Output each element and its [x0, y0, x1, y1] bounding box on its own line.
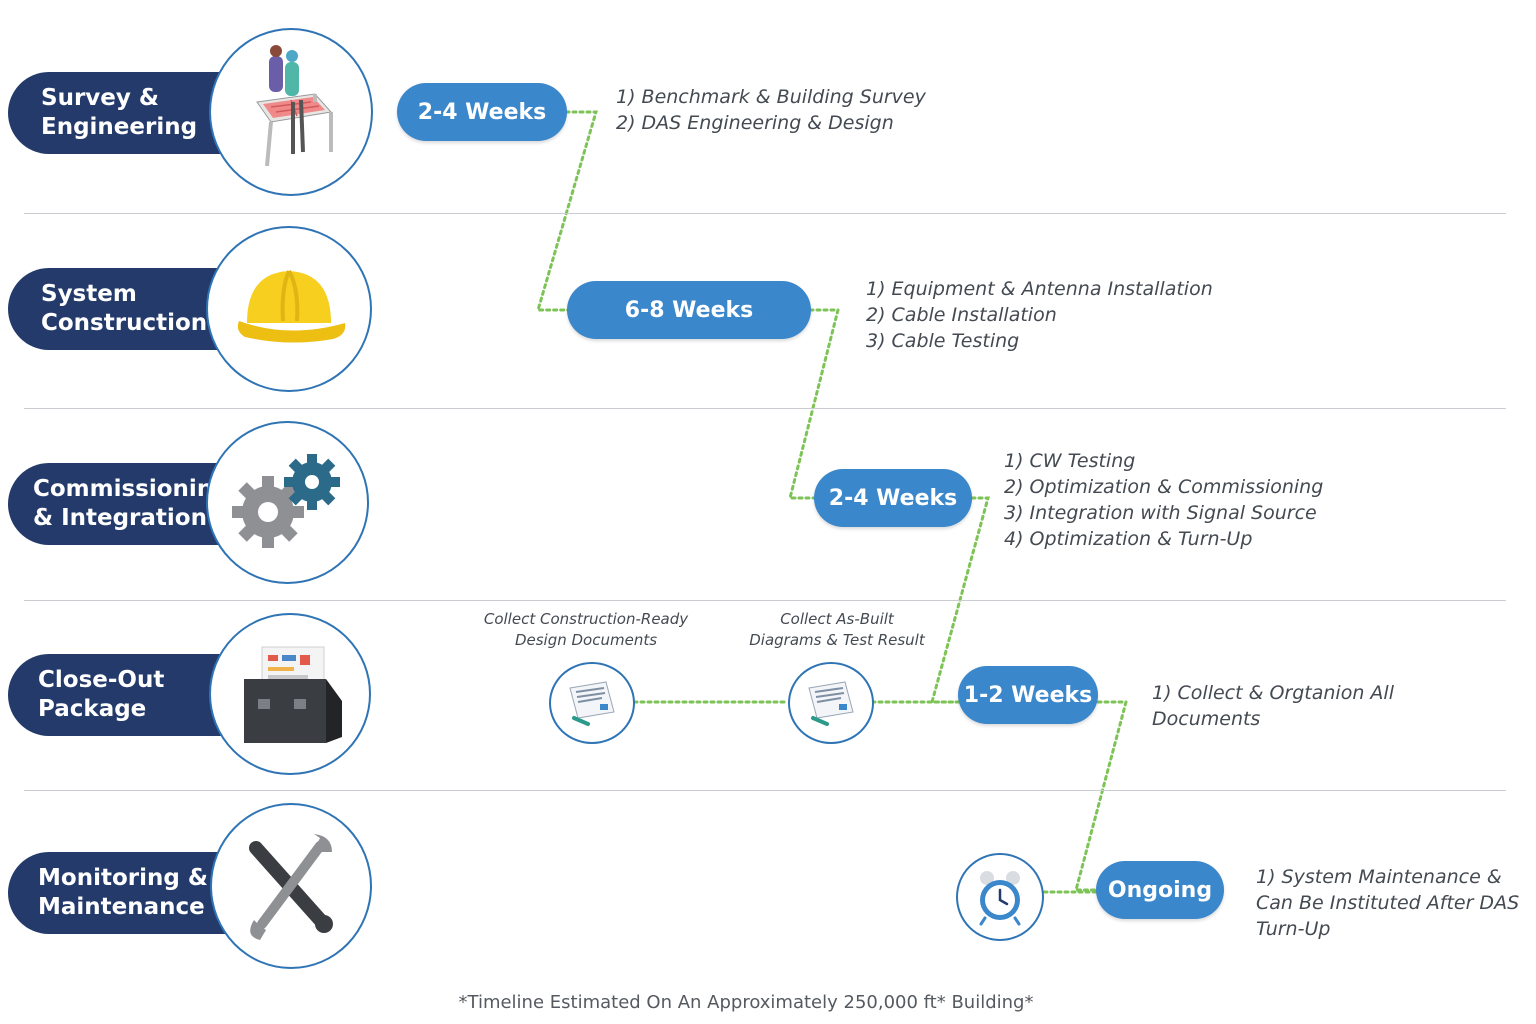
alarm-clock-icon — [973, 868, 1027, 926]
task-list-closeout: 1) Collect & Orgtanion All Documents — [1152, 680, 1394, 732]
document-icon — [562, 678, 622, 728]
duration-pill-label: 1-2 Weeks — [964, 683, 1092, 708]
task-item: 4) Optimization & Turn-Up — [1004, 526, 1323, 552]
connector-2-3 — [790, 310, 838, 498]
row-divider — [24, 600, 1506, 601]
doc-step-caption: Collect Construction-Ready Design Docume… — [474, 609, 698, 651]
duration-pill-ongoing: Ongoing — [1096, 861, 1224, 919]
task-item: 3) Cable Testing — [866, 328, 1213, 354]
phase-icon-circle — [210, 803, 372, 969]
task-list-survey: 1) Benchmark & Building Survey 2) DAS En… — [616, 84, 926, 136]
phase-label-commissioning-integration: Commissioning & Integration — [8, 463, 226, 545]
duration-pill-closeout: 1-2 Weeks — [958, 666, 1098, 724]
task-item: 2) DAS Engineering & Design — [616, 110, 926, 136]
task-item: 1) System Maintenance & Can Be Institute… — [1256, 864, 1519, 942]
phase-label-text: Monitoring & Maintenance — [38, 864, 208, 922]
duration-pill-label: Ongoing — [1108, 878, 1212, 903]
row-divider — [24, 408, 1506, 409]
duration-pill-construction: 6-8 Weeks — [567, 281, 811, 339]
phase-icon-circle — [209, 28, 373, 196]
hard-hat-icon — [229, 259, 349, 359]
phase-icon-circle — [209, 613, 371, 775]
duration-pill-label: 2-4 Weeks — [418, 100, 546, 125]
task-list-construction: 1) Equipment & Antenna Installation 2) C… — [866, 276, 1213, 354]
engineers-blueprint-icon — [231, 42, 351, 182]
phase-label-close-out-package: Close-Out Package — [8, 654, 226, 736]
task-item: 3) Integration with Signal Source — [1004, 500, 1323, 526]
row-divider — [24, 213, 1506, 214]
task-item: 1) Equipment & Antenna Installation — [866, 276, 1213, 302]
phase-label-text: System Construction — [41, 280, 207, 338]
phase-label-text: Commissioning & Integration — [33, 475, 230, 533]
phase-label-system-construction: System Construction — [8, 268, 226, 350]
phase-icon-circle — [206, 421, 369, 584]
phase-label-survey-engineering: Survey & Engineering — [8, 72, 226, 154]
wrench-screwdriver-icon — [236, 826, 346, 946]
task-list-commissioning: 1) CW Testing 2) Optimization & Commissi… — [1004, 448, 1323, 552]
timeline-footnote: *Timeline Estimated On An Approximately … — [0, 992, 1492, 1013]
gears-icon — [228, 448, 348, 558]
task-item: 2) Cable Installation — [866, 302, 1213, 328]
document-folder-icon — [230, 639, 350, 749]
doc-step-circle — [549, 662, 635, 744]
duration-pill-survey: 2-4 Weeks — [397, 83, 567, 141]
document-icon — [801, 678, 861, 728]
task-item: 1) Collect & Orgtanion All Documents — [1152, 680, 1394, 732]
phase-icon-circle — [206, 226, 372, 392]
duration-pill-label: 2-4 Weeks — [829, 486, 957, 511]
duration-pill-label: 6-8 Weeks — [625, 298, 753, 323]
task-item: 1) CW Testing — [1004, 448, 1323, 474]
doc-step-circle — [788, 662, 874, 744]
doc-step-caption: Collect As-Built Diagrams & Test Result — [740, 609, 934, 651]
ongoing-clock-circle — [956, 853, 1044, 941]
phase-label-text: Survey & Engineering — [41, 84, 197, 142]
row-divider — [24, 790, 1506, 791]
phase-label-text: Close-Out Package — [38, 666, 164, 724]
duration-pill-commissioning: 2-4 Weeks — [814, 469, 972, 527]
task-item: 2) Optimization & Commissioning — [1004, 474, 1323, 500]
task-item: 1) Benchmark & Building Survey — [616, 84, 926, 110]
phase-label-monitoring-maintenance: Monitoring & Maintenance — [8, 852, 226, 934]
connector-1-2 — [538, 112, 596, 310]
task-list-ongoing: 1) System Maintenance & Can Be Institute… — [1256, 864, 1519, 942]
